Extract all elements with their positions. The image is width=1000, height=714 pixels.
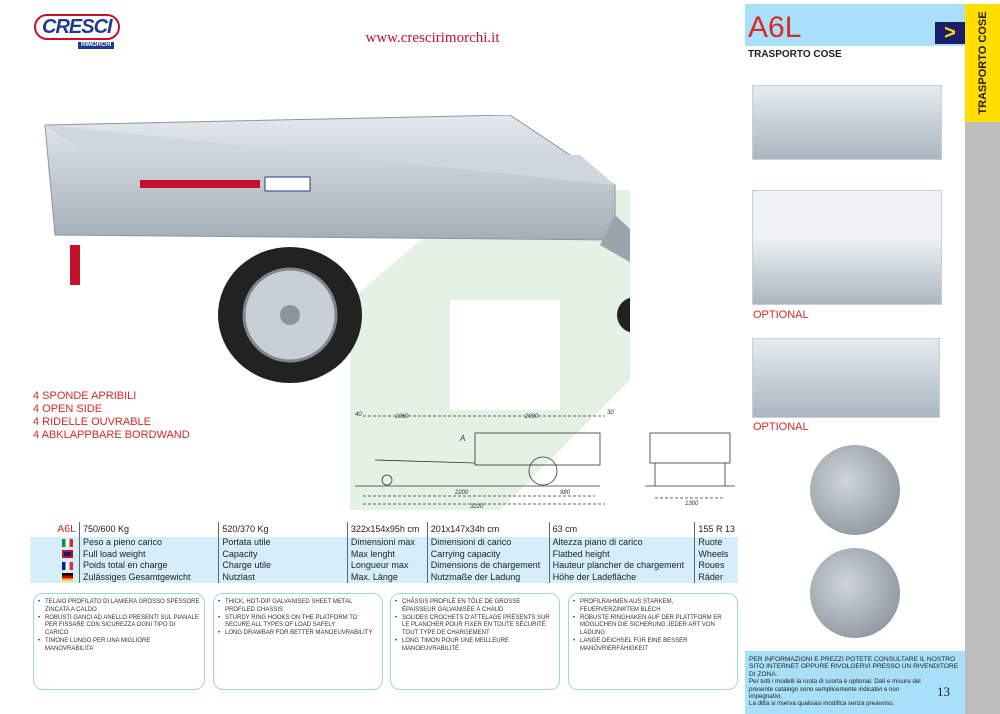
dim-label: 30: [607, 410, 614, 416]
info-box: PER INFORMAZIONI E PREZZI POTETE CONSULT…: [745, 651, 965, 714]
specs-table: A6L 750/600 Kg 520/370 Kg 322x154x95h cm…: [30, 522, 738, 583]
spec-label: Räder: [694, 571, 738, 583]
spec-label: Nutzlast: [218, 571, 348, 583]
spec-value: 322x154x95h cm: [346, 522, 428, 537]
side-strip: [965, 122, 1000, 714]
bullet-item: TIMONE LUNGO PER UNA MIGLIORE MANOVRABIL…: [38, 638, 200, 654]
spec-label: Wheels: [694, 548, 738, 560]
dim-label: 2090: [524, 414, 539, 420]
spec-label: Max. Länge: [346, 571, 428, 583]
model-label: A6L: [57, 522, 76, 535]
dim-label: 2200: [454, 490, 469, 496]
latch-detail-image: [810, 548, 900, 638]
spec-label: Dimensions de chargement: [426, 560, 550, 572]
sidebar-header: [745, 4, 965, 46]
ring-hook-detail-image: [810, 445, 900, 535]
model-title: A6L: [748, 11, 802, 44]
spec-label: Charge utile: [218, 560, 348, 572]
feature-item: 4 OPEN SIDE: [33, 403, 103, 415]
info-notice-text: La ditta si riserva qualsiasi modifica s…: [749, 700, 895, 708]
next-arrow-icon[interactable]: >: [935, 22, 965, 44]
bullet-item: ROBUSTI GANCI AD ANELLO PRESENTI SUL PIA…: [38, 615, 200, 638]
features-box-it: TELAIO PROFILATO DI LAMIERA GROSSO SPESS…: [33, 593, 205, 690]
category-tab-label: TRASPORTO COSE: [976, 11, 989, 115]
bullet-item: LANGE DEICHSEL FÜR EINE BESSER MANÖVRIER…: [573, 638, 733, 654]
trailer-thumbnail: [752, 85, 942, 160]
spec-label: Poids total en charge: [78, 560, 219, 572]
category-subtitle: TRASPORTO COSE: [748, 49, 842, 60]
spec-label: Full load weight: [78, 548, 219, 560]
spec-label: Capacity: [218, 548, 348, 560]
logo-subtext: RIMORCHI: [78, 42, 115, 49]
info-upper-text: PER INFORMAZIONI E PREZZI POTETE CONSULT…: [749, 656, 959, 678]
spec-value: 201x147x34h cm: [426, 522, 550, 537]
feature-item: 4 RIDELLE OUVRABLE: [33, 416, 151, 428]
trailer-mesh-sides-thumbnail: [752, 338, 940, 418]
spec-label: Flatbed height: [548, 548, 695, 560]
features-box-fr: CHÂSSIS PROFILÉ EN TÔLE DE GROSSE ÉPAISS…: [390, 593, 560, 690]
italy-flag-icon: [61, 538, 73, 547]
spec-label: Max lenght: [346, 548, 428, 560]
features-box-en: THICK, HOT-DIP GALVANISED SHEET METAL PR…: [213, 593, 383, 690]
spec-label: Höhe der Ladefläche: [548, 571, 695, 583]
spec-label: Hauteur plancher de chargement: [548, 560, 695, 572]
bullet-item: LONG TIMON POUR UNE MEILLEURE MANOEUVRAB…: [395, 638, 555, 654]
info-lower-text: Per tutti i modelli la ruota di scorta è…: [749, 678, 921, 701]
bullet-item: LONG DRAWBAR FOR BETTER MANOEUVRABILITY: [218, 630, 378, 638]
dim-label: 3220: [470, 504, 484, 508]
spec-label: Nutzmaße der Ladung: [426, 571, 550, 583]
spec-value: 63 cm: [548, 522, 695, 537]
spec-label: Ruote: [694, 537, 738, 549]
features-box-de: PROFILRAHMEN AUS STARKEM, FEUERVERZINKTE…: [568, 593, 738, 690]
bullet-item: THICK, HOT-DIP GALVANISED SHEET METAL PR…: [218, 599, 378, 615]
spec-label: Altezza piano di carico: [548, 537, 695, 549]
optional-label: OPTIONAL: [753, 421, 809, 433]
page-number: 13: [937, 684, 950, 699]
spec-label: Dimensioni di carico: [426, 537, 550, 549]
spec-label: Longueur max: [346, 560, 428, 572]
bullet-item: SOLIDES CROCHETS D'ATTELAGE PRÉSENTS SUR…: [395, 615, 555, 638]
feature-item: 4 ABKLAPPBARE BORDWAND: [33, 429, 190, 441]
dim-label: 980: [560, 490, 571, 496]
france-flag-icon: [61, 561, 73, 570]
germany-flag-icon: [61, 573, 73, 582]
trailer-photo: [44, 115, 630, 383]
trailer-cover-thumbnail: [752, 190, 942, 305]
spec-label: Carrying capacity: [426, 548, 550, 560]
bullet-item: CHÂSSIS PROFILÉ EN TÔLE DE GROSSE ÉPAISS…: [395, 599, 555, 615]
uk-flag-icon: [61, 550, 73, 559]
logo-text: CRESCI: [34, 14, 120, 40]
spec-value: 155 R 13: [694, 522, 738, 537]
dim-label: A: [459, 434, 465, 443]
website-url[interactable]: www.crescirimorchi.it: [365, 30, 500, 46]
spec-label: Peso a pieno carico: [78, 537, 219, 549]
category-tab[interactable]: TRASPORTO COSE: [965, 4, 1000, 122]
spec-label: Zulässiges Gesamtgewicht: [78, 571, 219, 583]
spec-value: 750/600 Kg: [78, 522, 219, 537]
feature-item: 4 SPONDE APRIBILI: [33, 390, 137, 402]
bullet-item: TELAIO PROFILATO DI LAMIERA GROSSO SPESS…: [38, 599, 200, 615]
dim-label: 1300: [685, 501, 699, 507]
spec-value: 520/370 Kg: [218, 522, 348, 537]
brand-logo: CRESCI RIMORCHI: [34, 14, 130, 50]
dim-label: 1060: [395, 414, 409, 420]
dim-label: 40: [355, 412, 362, 418]
optional-label: OPTIONAL: [753, 309, 809, 321]
spec-label: Dimensioni max: [346, 537, 428, 549]
bullet-item: ROBUSTE RINGHAKEN AUF DER PLATTFORM ER M…: [573, 615, 733, 638]
bullet-item: STURDY RING HOOKS ON THE PLATFORM TO SEC…: [218, 615, 378, 631]
spec-label: Portata utile: [218, 537, 348, 549]
watermark-logo: [350, 190, 630, 510]
spec-label: Roues: [694, 560, 738, 572]
bullet-item: PROFILRAHMEN AUS STARKEM, FEUERVERZINKTE…: [573, 599, 733, 615]
technical-drawing: 40 1060 2090 30 A 2200 980 3220 1300: [355, 410, 735, 508]
